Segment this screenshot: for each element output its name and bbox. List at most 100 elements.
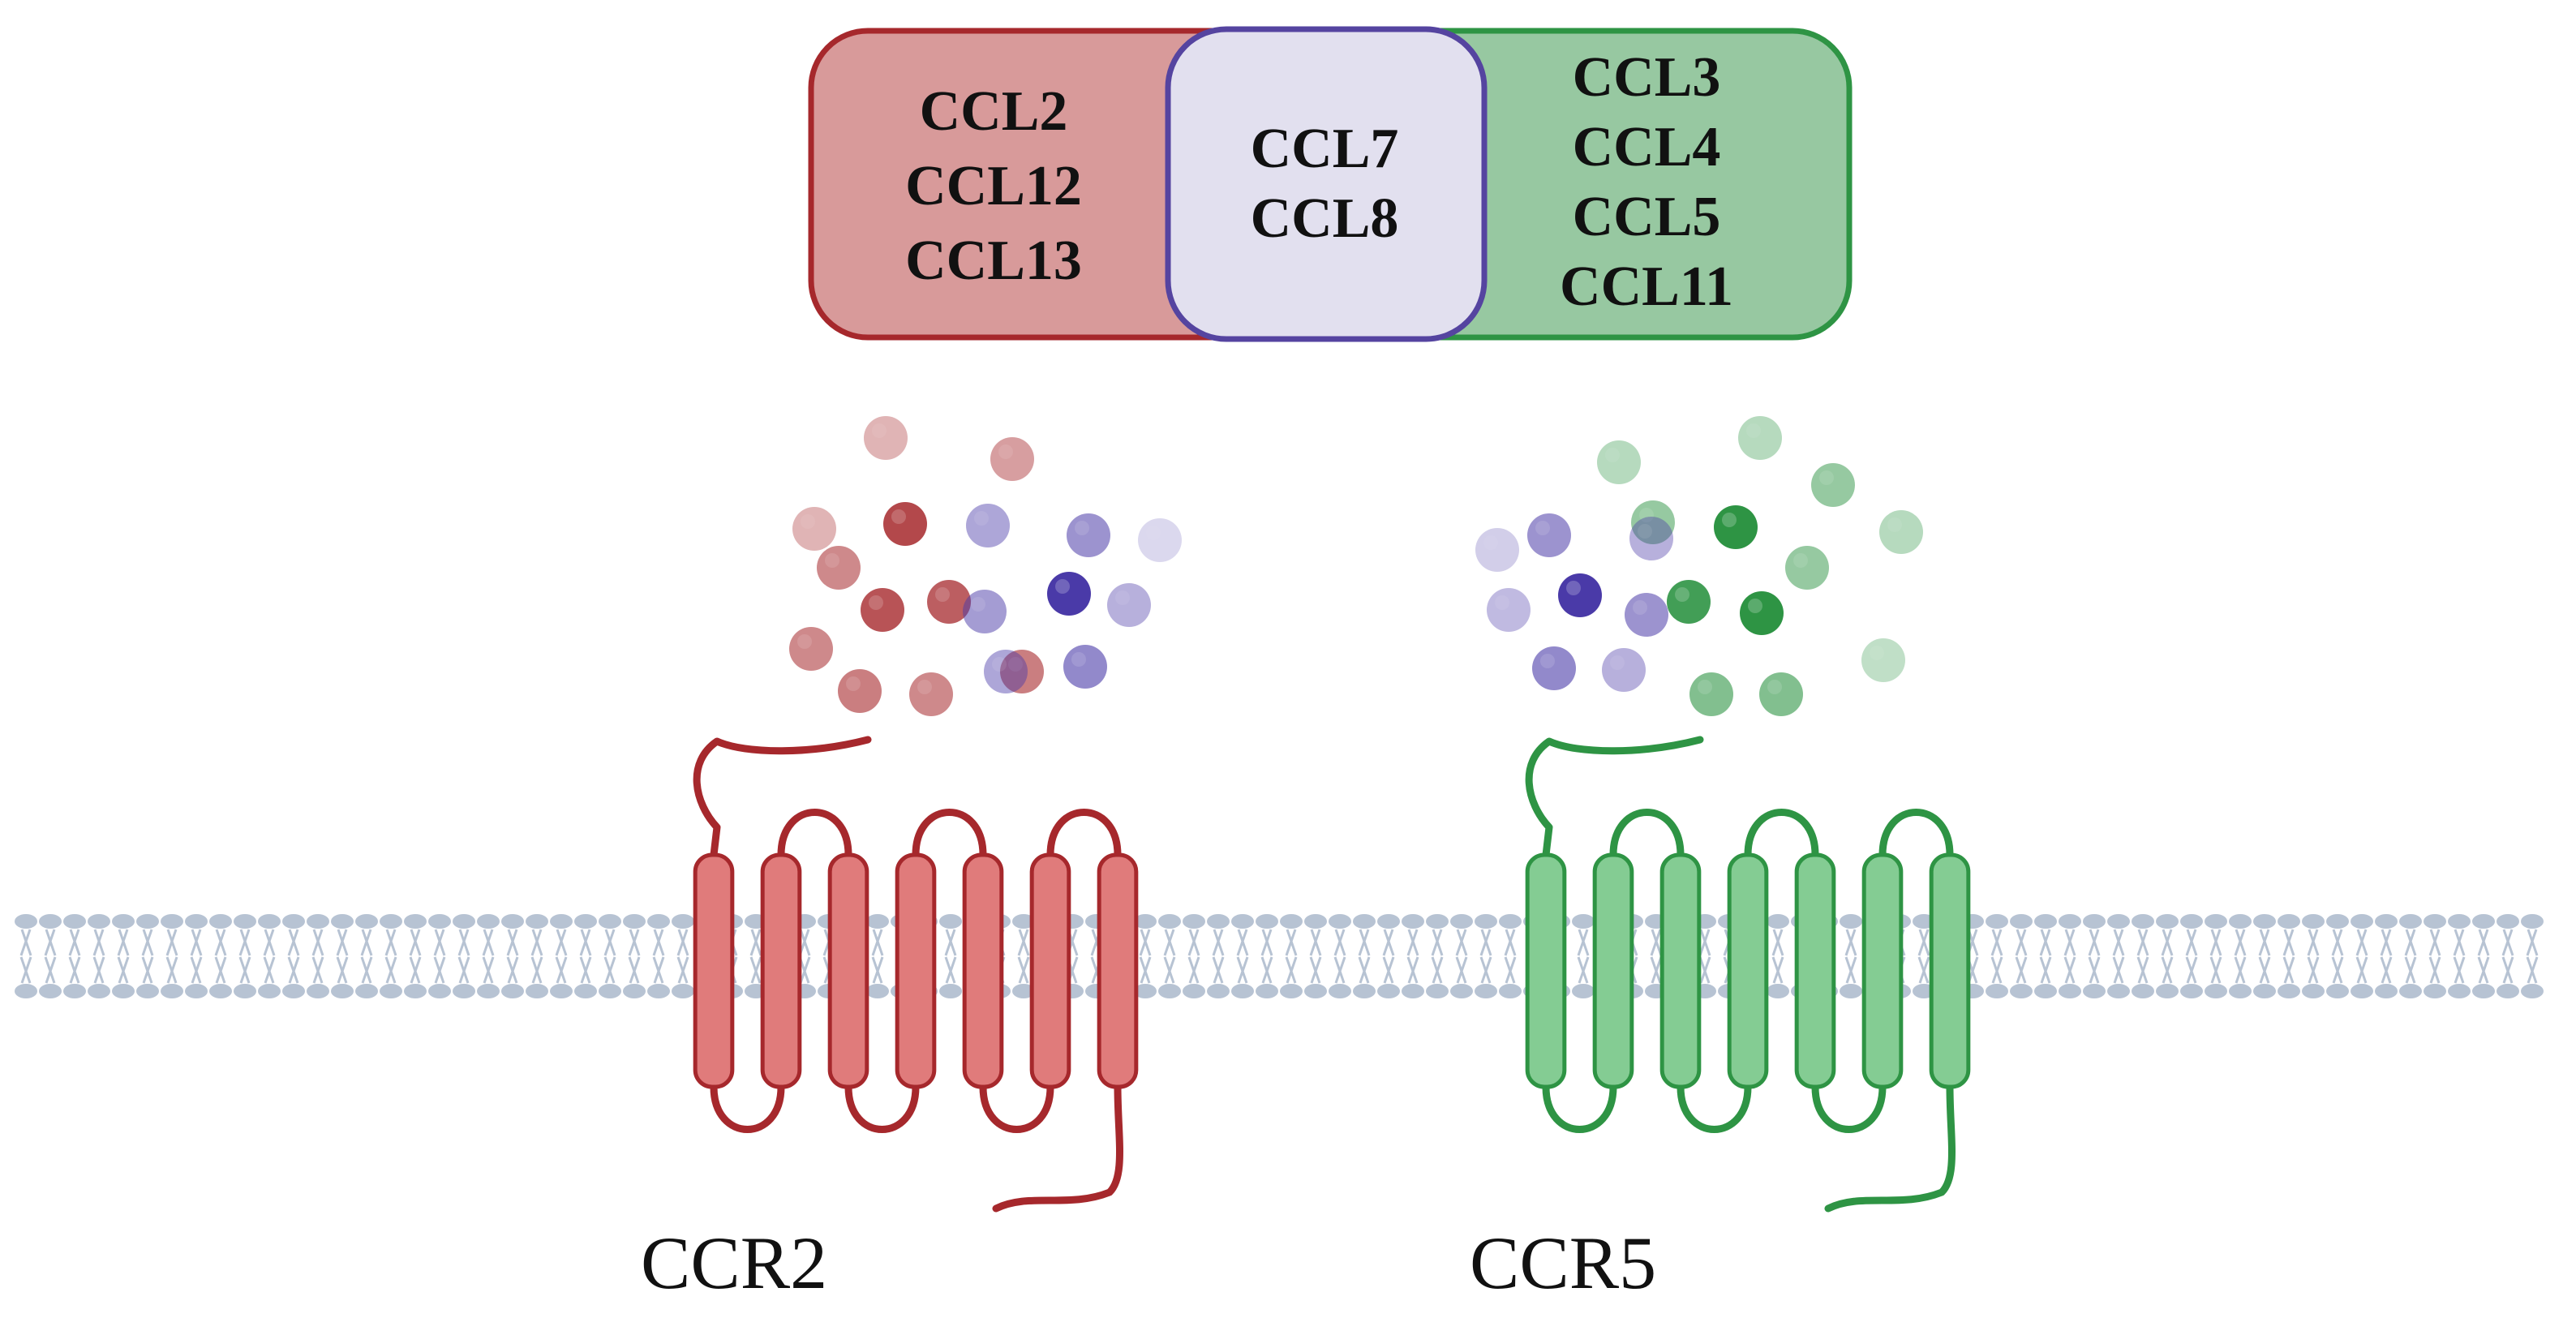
lipid-tail: [652, 929, 665, 984]
ligand-label: CCL8: [1251, 187, 1399, 250]
lipid-head: [2424, 914, 2446, 929]
lipid-tail: [68, 929, 81, 984]
lipid-head: [526, 984, 548, 998]
lipid-head: [1840, 984, 1862, 998]
lipid-head: [258, 914, 281, 929]
lipid-tail: [628, 929, 641, 984]
lipid-head: [866, 914, 889, 929]
lipid-head: [112, 914, 135, 929]
chemokine-ligand: [817, 546, 861, 590]
chemokine-ligand: [966, 504, 1010, 547]
lipid-head: [647, 914, 670, 929]
lipid-tail: [482, 929, 495, 984]
lipid-head: [63, 914, 86, 929]
lipid-head: [2472, 914, 2495, 929]
transmembrane-helix: [1029, 852, 1071, 1089]
ligand-highlight: [1639, 508, 1654, 522]
lipid-head: [428, 914, 451, 929]
ligand-highlight: [1746, 423, 1761, 438]
ligand-highlight: [998, 444, 1013, 459]
ligand-label: CCL5: [1573, 186, 1721, 248]
lipid-tail: [2404, 929, 2417, 984]
lipid-tail: [263, 929, 276, 984]
transmembrane-helix: [895, 852, 937, 1089]
chemokine-ligand: [1475, 528, 1519, 572]
lipid-head: [39, 984, 62, 998]
lipid-tail: [1966, 929, 1979, 984]
lipid-head: [234, 914, 256, 929]
chemokine-ligand: [861, 588, 904, 632]
lipid-head: [404, 914, 427, 929]
lipid-head: [2132, 914, 2154, 929]
lipid-head: [1572, 984, 1595, 998]
lipid-tail: [287, 929, 300, 984]
lipid-tail: [2039, 929, 2052, 984]
lipid-tail: [2380, 929, 2393, 984]
lipid-tail: [2526, 929, 2539, 984]
transmembrane-helix: [1794, 852, 1836, 1089]
lipid-head: [939, 984, 962, 998]
lipid-head: [1329, 914, 1351, 929]
lipid-tail: [749, 929, 762, 984]
lipid-head: [1012, 984, 1035, 998]
lipid-tail: [1917, 929, 1930, 984]
lipid-head: [1402, 914, 1424, 929]
lipid-tail: [19, 929, 32, 984]
lipid-head: [477, 914, 500, 929]
lipid-head: [1256, 914, 1278, 929]
lipid-tail: [2161, 929, 2174, 984]
lipid-head: [2156, 984, 2179, 998]
lipid-tail: [311, 929, 324, 984]
chemokine-ligand: [864, 416, 908, 460]
lipid-tail: [92, 929, 105, 984]
ligand-highlight: [971, 597, 985, 612]
ligand-highlight: [935, 587, 950, 602]
lipid-tail: [117, 929, 130, 984]
ligand-highlight: [1540, 654, 1555, 668]
lipid-tail: [871, 929, 884, 984]
lipid-head: [1183, 984, 1205, 998]
chemokine-ligand: [838, 669, 882, 713]
ligand-highlight: [1675, 587, 1689, 602]
lipid-head: [1767, 984, 1789, 998]
lipid-tail: [2088, 929, 2101, 984]
lipid-head: [234, 984, 256, 998]
lipid-tail: [2501, 929, 2514, 984]
lipid-head: [1231, 984, 1254, 998]
ligand-label: CCL3: [1573, 46, 1721, 109]
chemokine-ligand: [1558, 573, 1602, 617]
lipid-head: [453, 984, 475, 998]
lipid-tail: [2209, 929, 2222, 984]
lipid-head: [2010, 914, 2033, 929]
chemokine-ligand: [1631, 500, 1675, 544]
lipid-head: [1475, 984, 1497, 998]
lipid-head: [1840, 914, 1862, 929]
lipid-head: [2448, 914, 2471, 929]
lipid-tail: [1844, 929, 1857, 984]
shared-ligand-box: [1165, 26, 1488, 342]
lipid-tail: [2477, 929, 2490, 984]
lipid-tail: [165, 929, 178, 984]
transmembrane-helix: [1659, 852, 1702, 1089]
lipid-tail: [2428, 929, 2441, 984]
lipid-head: [550, 984, 573, 998]
lipid-head: [1207, 984, 1230, 998]
lipid-head: [2424, 984, 2446, 998]
lipid-tail: [2136, 929, 2149, 984]
lipid-head: [939, 914, 962, 929]
lipid-head: [2302, 914, 2325, 929]
lipid-head: [1304, 984, 1327, 998]
lipid-tail: [44, 929, 57, 984]
lipid-head: [39, 914, 62, 929]
lipid-tail: [1771, 929, 1784, 984]
ligand-highlight: [1605, 448, 1620, 462]
chemokine-ligand: [1063, 645, 1107, 689]
lipid-head: [1304, 914, 1327, 929]
lipid-tail: [1066, 929, 1079, 984]
lipid-head: [2083, 984, 2106, 998]
lipid-head: [623, 914, 646, 929]
lipid-tail: [1090, 929, 1103, 984]
ligand-highlight: [1819, 470, 1834, 485]
ligand-highlight: [1767, 680, 1782, 694]
chemokine-ligand: [1625, 593, 1668, 637]
